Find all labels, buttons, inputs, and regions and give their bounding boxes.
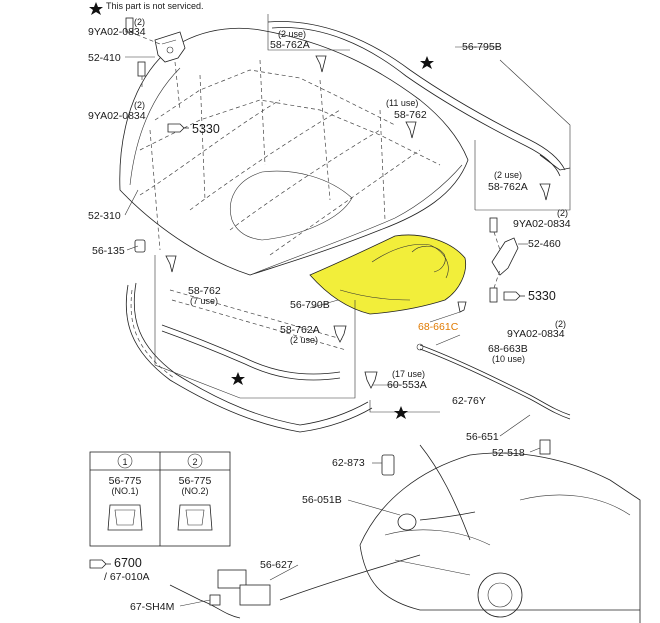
hood-panel [119, 27, 469, 276]
hinge-left [125, 17, 186, 111]
small-parts [381, 454, 417, 531]
clip-icon [315, 55, 327, 73]
harness [169, 569, 271, 619]
qty-label: (11 use) [386, 98, 418, 108]
qty-label: (2) [555, 319, 566, 329]
hood-prop-rod [416, 343, 571, 455]
weatherstrip-callout-frame [267, 14, 571, 211]
star-icon [231, 372, 245, 385]
inset-number-2: 2 [192, 457, 197, 467]
part-label-9ya02-0834: 9YA02-0834 [507, 328, 565, 340]
qty-label: (2) [557, 208, 568, 218]
qty-label: (17 use) [392, 369, 425, 379]
inset-number-1: 1 [122, 457, 127, 467]
leader-lines [124, 46, 541, 607]
part-label-56-135: 56-135 [92, 245, 125, 257]
part-label-58-762a: 58-762A [280, 324, 320, 336]
part-label-56-627: 56-627 [260, 559, 293, 571]
qty-label: (7 use) [190, 296, 218, 306]
part-label-67-sh4m: 67-SH4M [130, 601, 174, 613]
hand-pointer-icon [167, 123, 189, 133]
part-label-56-651: 56-651 [466, 431, 499, 443]
hand-pointer-icon [503, 291, 525, 301]
insulator-callout [369, 400, 440, 419]
part-label-60-553a: 60-553A [387, 379, 427, 391]
weatherstrip-lower-group [154, 255, 356, 399]
hinge-right [489, 217, 528, 303]
part-label-67-010a: / 67-010A [104, 571, 150, 583]
part-label-56-051b: 56-051B [302, 494, 342, 506]
part-label-5330: 5330 [192, 122, 220, 136]
star-icon [89, 2, 103, 15]
header-note: This part is not serviced. [89, 1, 204, 15]
clip-icon [405, 121, 417, 139]
grommet-icon [134, 239, 146, 253]
part-label-62-873: 62-873 [332, 457, 365, 469]
part-labels: (2) 9YA02-0834 52-410 (2) 9YA02-0834 533… [88, 17, 571, 613]
part-label-5330: 5330 [528, 289, 556, 303]
qty-label: (2) [134, 17, 145, 27]
part-label-58-762a: 58-762A [270, 39, 310, 51]
inset-sub-2: (NO.2) [182, 486, 209, 496]
part-label-52-410: 52-410 [88, 52, 121, 64]
inset-sub-1: (NO.1) [112, 486, 139, 496]
part-label-56-795b: 56-795B [462, 41, 502, 53]
part-label-62-76y: 62-76Y [452, 395, 486, 407]
hood-insulator-highlighted[interactable] [309, 234, 467, 315]
part-label-9ya02-0834: 9YA02-0834 [88, 110, 146, 122]
clip-icon [364, 371, 378, 389]
star-icon [420, 56, 434, 69]
clips [134, 55, 551, 389]
qty-label: (2 use) [290, 335, 318, 345]
qty-label: (10 use) [492, 354, 525, 364]
part-label-58-762a: 58-762A [488, 181, 528, 193]
inset-part-1: 56-775 [109, 475, 142, 487]
clip-icon [333, 325, 347, 343]
part-label-6700: 6700 [114, 556, 142, 570]
bolt-icon [489, 287, 498, 303]
part-label-52-310: 52-310 [88, 210, 121, 222]
part-label-68-663b: 68-663B [488, 343, 528, 355]
clip-icon [539, 183, 551, 201]
bolt-icon [125, 17, 134, 33]
part-label-52-460: 52-460 [528, 238, 561, 250]
pointer-icons [89, 123, 525, 569]
hand-pointer-icon [89, 559, 111, 569]
qty-label: (2 use) [278, 29, 306, 39]
part-label-56-790b: 56-790B [290, 299, 330, 311]
star-icon [394, 406, 408, 419]
weatherstrip-upper [267, 21, 571, 177]
clip-type-inset: 1 2 56-775 (NO.1) 56-775 (NO.2) [89, 451, 231, 547]
inset-part-2: 56-775 [179, 475, 212, 487]
qty-label: (2) [134, 100, 145, 110]
part-label-9ya02-0834: 9YA02-0834 [88, 26, 146, 38]
not-serviced-note: This part is not serviced. [106, 1, 204, 11]
qty-label: (2 use) [494, 170, 522, 180]
vehicle-outline [279, 444, 641, 623]
part-label-58-762: 58-762 [188, 285, 221, 297]
part-label-58-762: 58-762 [394, 109, 427, 121]
part-label-9ya02-0834: 9YA02-0834 [513, 218, 571, 230]
part-label-52-518: 52-518 [492, 447, 525, 459]
hood-seal-strip [125, 282, 373, 433]
bolt-icon [489, 217, 498, 233]
part-label-68-661c[interactable]: 68-661C [418, 321, 459, 333]
clip-icon [165, 255, 177, 273]
bolt-icon [137, 61, 146, 77]
